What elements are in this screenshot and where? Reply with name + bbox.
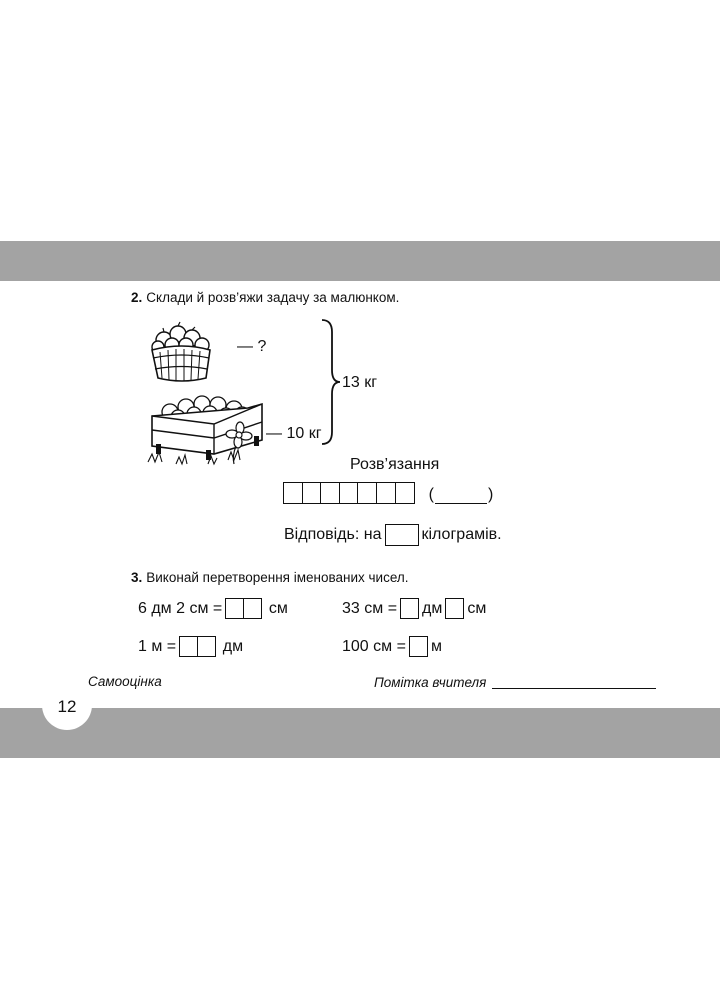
eq2-unit-2: см	[467, 599, 487, 617]
solution-cell[interactable]	[283, 482, 303, 504]
equation-4: 100 см = м	[342, 636, 445, 657]
eq3-left: 1 м =	[138, 637, 177, 655]
solution-cell[interactable]	[394, 482, 415, 504]
solution-cell[interactable]	[376, 482, 397, 504]
answer-row: Відповідь: на кілограмів.	[284, 524, 502, 546]
eq4-unit: м	[430, 637, 442, 655]
eq3-unit: дм	[222, 637, 244, 655]
answer-prefix: Відповідь: на	[284, 526, 382, 543]
solution-cell[interactable]	[357, 482, 378, 504]
equation-1: 6 дм 2 см = см	[138, 598, 291, 619]
solution-cell[interactable]	[338, 482, 359, 504]
eq2-box-dm[interactable]	[400, 598, 420, 619]
eq2-left: 33 см =	[342, 599, 398, 617]
eq2-box-cm[interactable]	[445, 598, 465, 619]
task3-text: Виконай перетворення іменованих чисел.	[146, 570, 409, 585]
eq1-unit: см	[268, 599, 288, 617]
units-underline[interactable]	[434, 489, 487, 504]
teacher-signature-line[interactable]	[492, 674, 657, 689]
curly-brace	[321, 319, 341, 445]
eq3-box-tens[interactable]	[179, 636, 199, 657]
page-number: 12	[42, 684, 92, 730]
eq1-left: 6 дм 2 см =	[138, 599, 223, 617]
answer-box[interactable]	[385, 524, 420, 546]
solution-cell[interactable]	[301, 482, 322, 504]
bottom-band	[0, 708, 720, 758]
equation-3: 1 м = дм	[138, 636, 246, 657]
task2-title: 2.Склади й розв’яжи задачу за малюнком.	[131, 290, 399, 305]
paren-open: (	[428, 486, 434, 503]
teacher-note-label: Помітка вчителя	[374, 675, 487, 690]
eq4-left: 100 см =	[342, 637, 406, 655]
task3-title: 3.Виконай перетворення іменованих чисел.	[131, 570, 409, 585]
solution-row: ()	[283, 482, 493, 504]
equation-2: 33 см = дм см	[342, 598, 489, 619]
answer-suffix: кілограмів.	[421, 526, 502, 543]
eq1-box-tens[interactable]	[225, 598, 245, 619]
eq4-box[interactable]	[408, 636, 428, 657]
paren-close: )	[487, 486, 494, 503]
apple-crate-illustration	[147, 395, 263, 466]
top-band	[0, 241, 720, 281]
task3-number: 3.	[131, 570, 143, 585]
apple-basket-illustration	[151, 321, 211, 382]
self-assessment-label: Самооцінка	[88, 674, 162, 689]
solution-cells[interactable]	[283, 482, 415, 504]
teacher-note: Помітка вчителя	[374, 674, 657, 690]
basket-label: — ?	[237, 338, 267, 355]
solution-heading: Розв’язання	[350, 456, 440, 473]
task2-number: 2.	[131, 290, 143, 305]
units-blank[interactable]: ()	[428, 486, 494, 504]
solution-cell[interactable]	[320, 482, 341, 504]
eq1-box-units[interactable]	[242, 598, 262, 619]
eq2-unit-1: дм	[422, 599, 443, 617]
eq3-box-units[interactable]	[196, 636, 216, 657]
total-label: 13 кг	[342, 374, 378, 391]
task2-text: Склади й розв’яжи задачу за малюнком.	[146, 290, 400, 305]
crate-label: — 10 кг	[266, 425, 322, 442]
